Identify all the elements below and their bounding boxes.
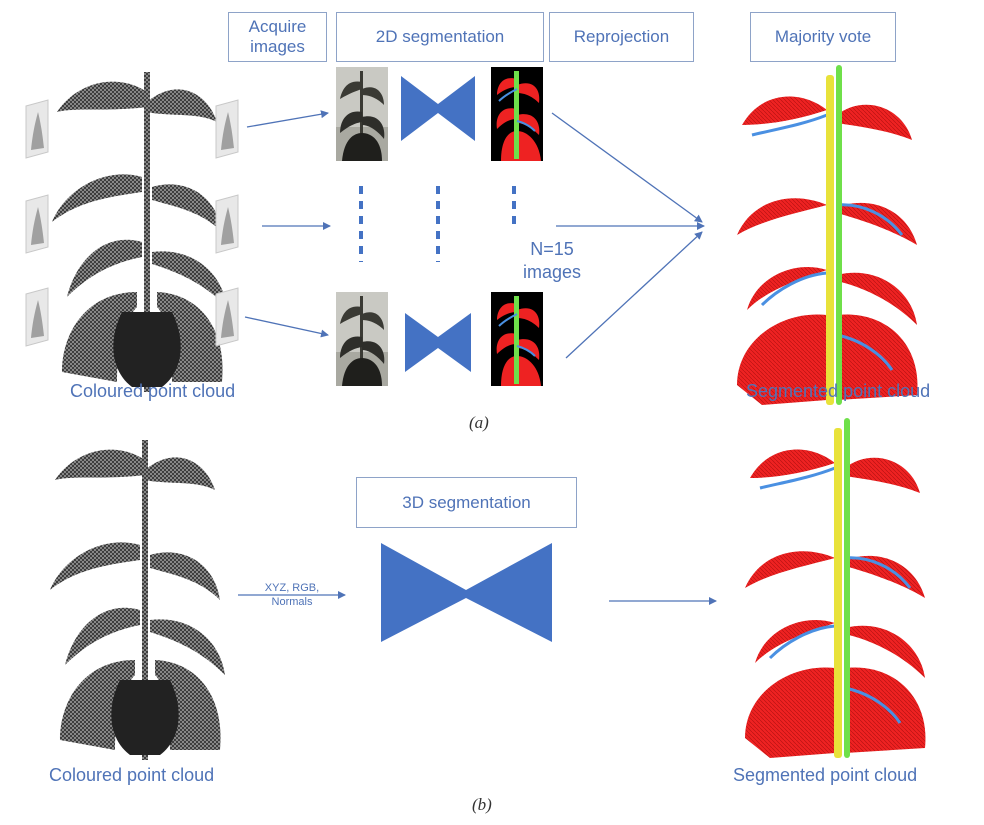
segmented-point-cloud-a [735, 63, 919, 407]
camera-image-bottom [336, 292, 388, 386]
step-reprojection: Reprojection [549, 12, 694, 62]
view-panel [25, 194, 49, 254]
panel-label-a: (a) [469, 413, 489, 432]
segmented-image-top [490, 66, 544, 162]
output-caption-b: Segmented point cloud [733, 765, 918, 785]
step-3d-segmentation: 3D segmentation [356, 477, 577, 528]
coloured-point-cloud-a [52, 72, 227, 392]
arrow [244, 316, 329, 338]
arrow [246, 110, 329, 128]
input-caption-a: Coloured point cloud [70, 381, 236, 401]
view-panel [215, 194, 239, 254]
view-panel [25, 287, 49, 347]
arrow [565, 231, 703, 359]
view-panel [25, 99, 49, 159]
view-panel [215, 99, 239, 159]
coloured-point-cloud-b [50, 440, 225, 760]
network-3d-icon [381, 543, 552, 642]
input-features-label: XYZ, RGB, Normals [264, 582, 320, 608]
panel-label-b: (b) [472, 795, 492, 814]
view-panel [215, 287, 239, 347]
image-count-label: N=15 images [523, 239, 582, 282]
input-caption-b: Coloured point cloud [49, 765, 215, 785]
segmented-point-cloud-b [743, 416, 927, 760]
step-2d-segmentation: 2D segmentation [336, 12, 544, 62]
camera-image-top [336, 67, 388, 161]
network-2d-icon-top [401, 76, 475, 141]
step-acquire-images: Acquire images [228, 12, 327, 62]
arrow [551, 112, 703, 223]
step-majority-vote: Majority vote [750, 12, 896, 62]
output-caption-a: Segmented point cloud [746, 381, 931, 401]
segmented-image-bottom [490, 291, 544, 387]
network-2d-icon-bottom [405, 313, 471, 372]
